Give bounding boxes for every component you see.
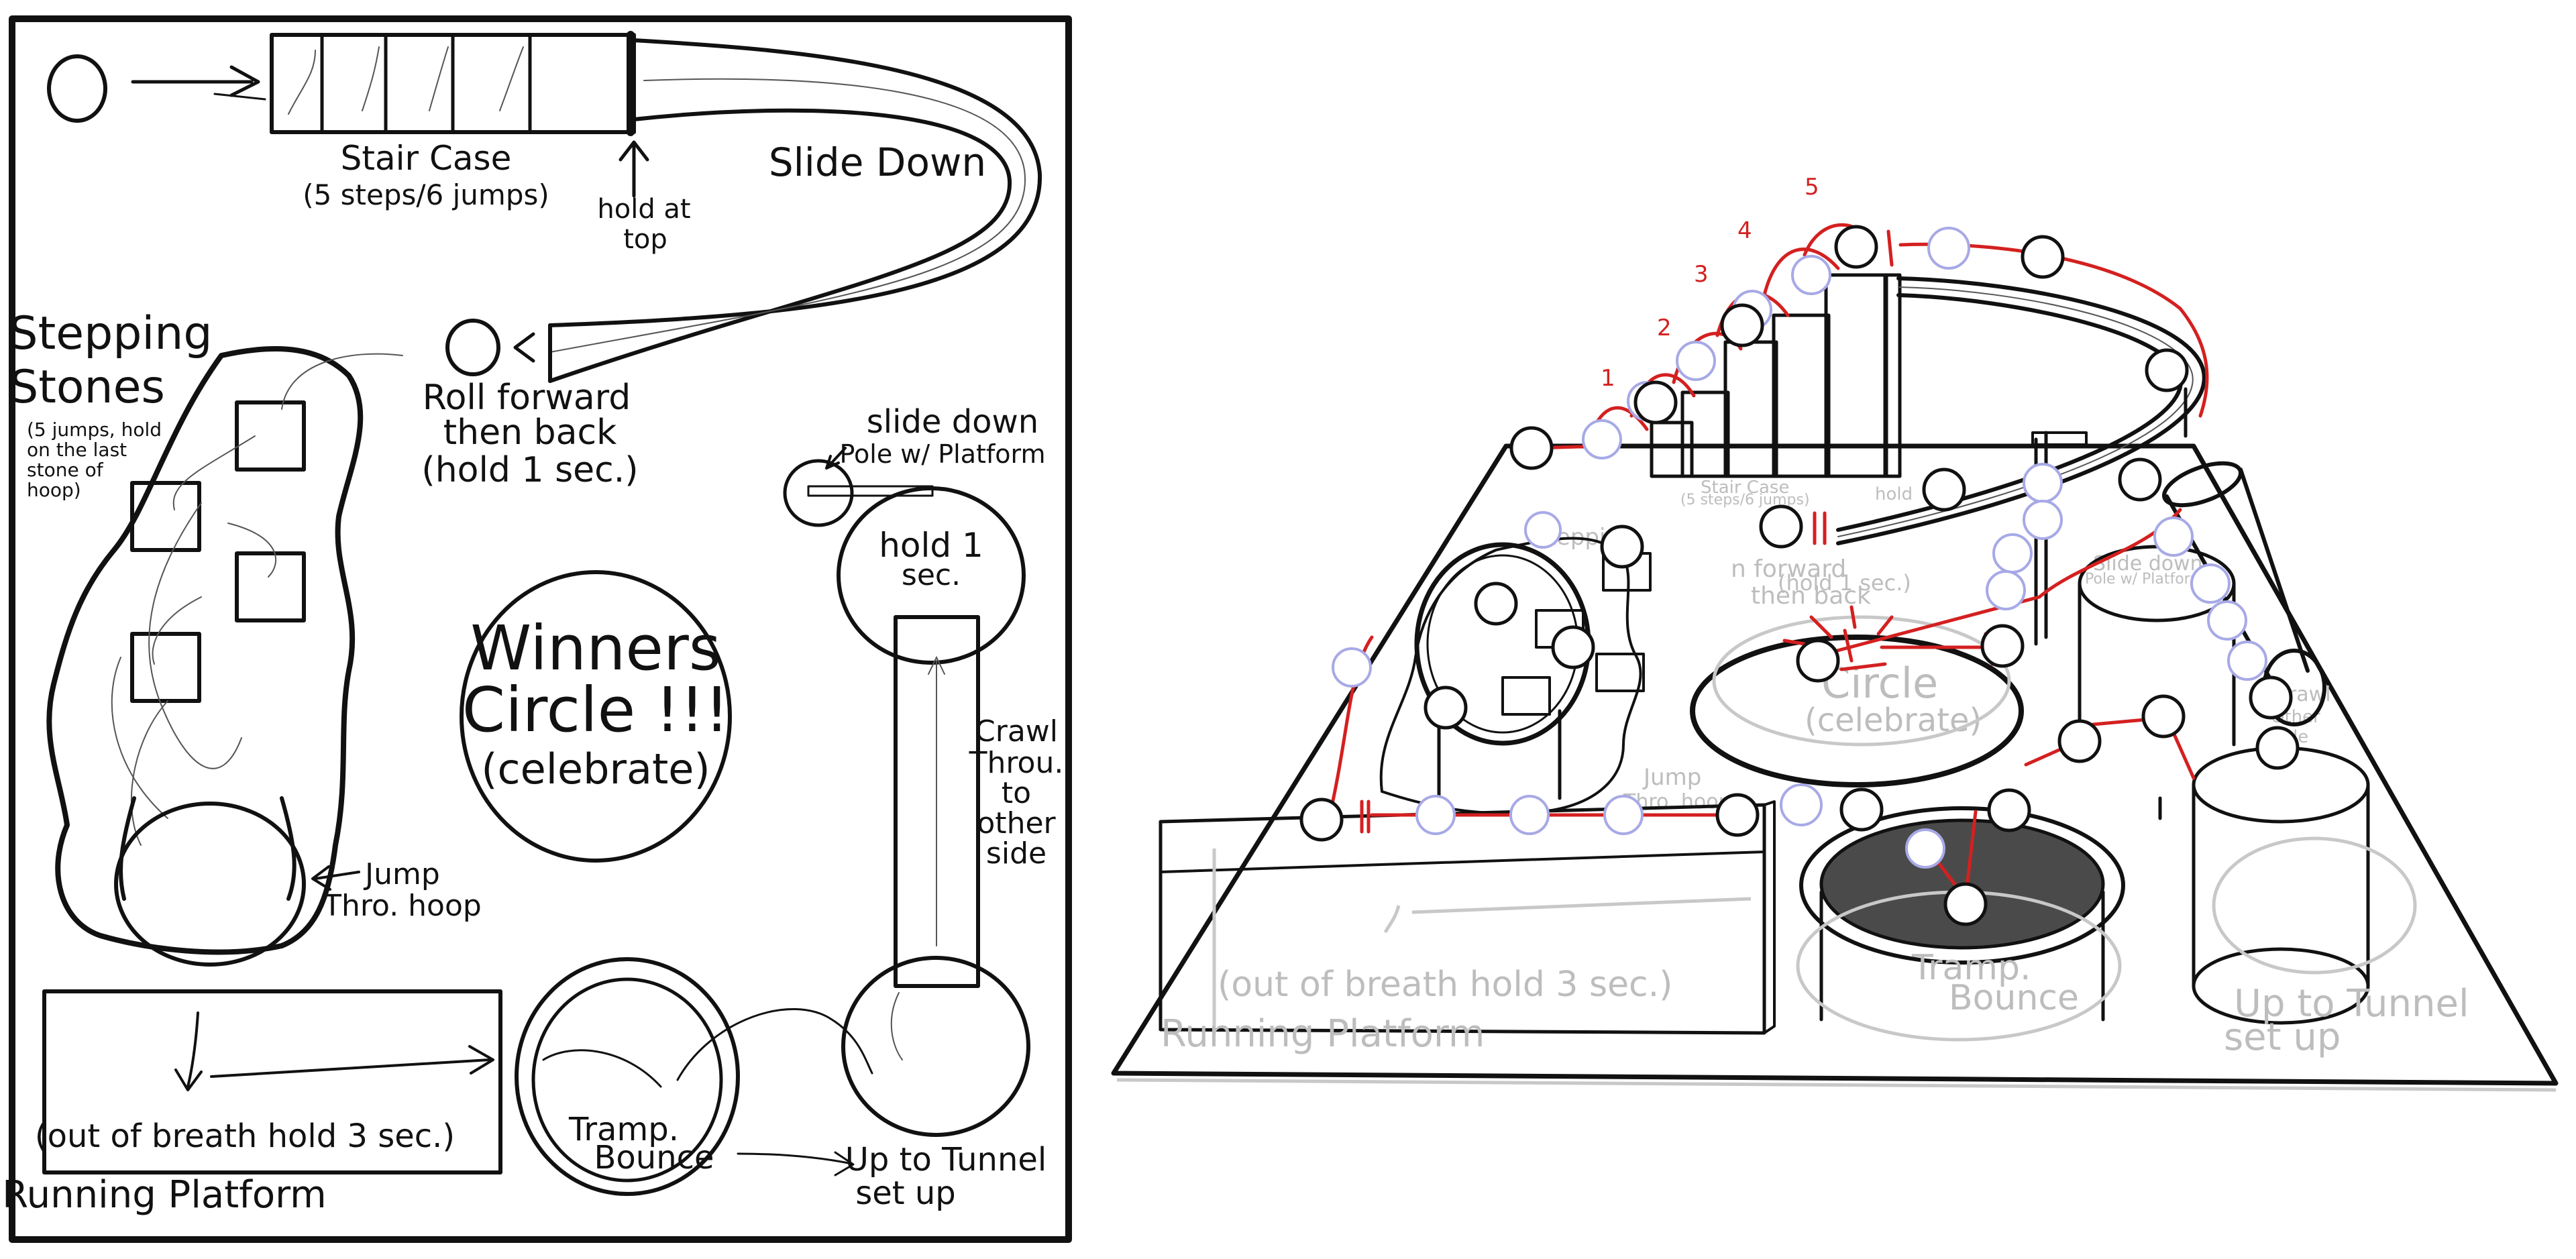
plan-hold-at: hold at	[597, 194, 690, 225]
plan-breath: (out of breath hold 3 sec.)	[35, 1117, 455, 1155]
plan-stones: Stones	[9, 361, 165, 414]
plan-jump-1: Jump	[363, 857, 440, 891]
iso-jump: Jump	[1642, 764, 1701, 791]
hold-platform	[837, 486, 1026, 665]
roll-arrow	[513, 332, 535, 363]
plan-pole-2: Pole w/ Platform	[839, 439, 1045, 469]
stepping-path	[130, 353, 403, 846]
plan-stair-case-sub: (5 steps/6 jumps)	[303, 178, 549, 211]
iso-stair-case: Stair Case	[1701, 478, 1789, 498]
plan-roll-3: (hold 1 sec.)	[421, 450, 638, 490]
plan-slide-down: Slide Down	[769, 140, 986, 185]
plan-winners-2: Circle !!!	[462, 674, 729, 746]
staircase	[270, 31, 636, 136]
pole-platform	[783, 459, 854, 527]
iso-tramp-1: Tramp.	[1911, 948, 2031, 988]
start-arrow-head	[229, 65, 260, 97]
stone-2	[130, 481, 201, 552]
iso-winners-circle	[1690, 635, 2024, 787]
iso-pole-w: Pole w/ Platform	[2085, 571, 2204, 588]
iso-then-back: then back	[1751, 582, 1871, 610]
plan-crawl-5: side	[986, 836, 1046, 871]
iso-stone-3	[1595, 653, 1645, 692]
stepping-stones-area	[46, 346, 364, 955]
iso-tunnel-base-bottom	[2192, 947, 2370, 1025]
iso-celebrate: (celebrate)	[1805, 702, 1982, 739]
plan-stones-note-2: on the last	[27, 439, 127, 461]
plan-pole-1: slide down	[867, 403, 1038, 441]
hold-top-arrow-head	[619, 140, 649, 162]
iso-tunnel-2: set up	[2224, 1016, 2341, 1059]
iso-hold: hold	[1875, 484, 1913, 504]
roll-marker	[445, 319, 500, 376]
plan-crawl-4: other	[977, 806, 1056, 840]
iso-trampoline-frame	[1799, 806, 2125, 965]
plan-tramp-2: Bounce	[594, 1139, 714, 1176]
iso-board	[1111, 443, 2559, 1086]
plan-tramp-1: Tramp.	[568, 1111, 679, 1148]
plan-winners-1: Winners	[470, 612, 720, 684]
running-platform	[42, 989, 502, 1174]
plan-stones-note-3: stone of	[27, 459, 104, 481]
plan-crawl-3: to	[1002, 776, 1031, 810]
pole-arrow	[827, 447, 847, 468]
plan-hold1-1: hold 1	[879, 526, 983, 565]
plan-stones-note-4: hoop)	[27, 479, 81, 501]
iso-step-number: 5	[1805, 174, 1819, 201]
plan-tunnel-1: Up to Tunnel	[845, 1141, 1046, 1179]
plan-view: Stair Case (5 steps/6 jumps) hold at top…	[2, 15, 1072, 1243]
stone-1	[235, 400, 306, 472]
plan-running: Running Platform	[2, 1173, 326, 1217]
plan-hold1-2: sec.	[902, 558, 961, 592]
hoop	[114, 802, 306, 967]
iso-step-numbers: 1 2 3 4 5	[1601, 174, 1819, 392]
iso-circle: Circle	[1821, 659, 1938, 708]
iso-step-number: 3	[1694, 261, 1709, 288]
tunnel	[894, 615, 980, 988]
stone-3	[235, 551, 306, 622]
plan-jump-2: Thro. hoop	[323, 889, 482, 923]
iso-running-platform	[1159, 800, 1776, 1035]
iso-tramp-2: Bounce	[1949, 978, 2079, 1018]
tunnel-base	[841, 956, 1030, 1137]
plan-frame	[9, 15, 1072, 1243]
iso-breath: (out of breath hold 3 sec.)	[1218, 965, 1672, 1005]
start-arrow-tail	[213, 93, 266, 101]
plan-stepping: Stepping	[9, 307, 212, 360]
iso-stair-case-sub: (5 steps/6 jumps)	[1680, 492, 1810, 508]
start-marker	[47, 54, 107, 123]
plan-crawl-1: Crawl	[975, 714, 1058, 749]
iso-position-markers	[1299, 225, 2300, 926]
jump-arrow	[314, 871, 360, 880]
plan-roll-2: then back	[443, 413, 616, 453]
winners-circle	[460, 570, 732, 863]
iso-hold-sec: (hold 1 sec.)	[1778, 570, 1911, 596]
isometric-view: Stepping n forward then back (hold 1 sec…	[1111, 174, 2559, 1092]
iso-step-number: 4	[1737, 217, 1752, 244]
trampoline-inner	[531, 977, 723, 1183]
stone-4	[130, 632, 201, 703]
iso-stone-4	[1501, 676, 1551, 716]
plan-stair-case-label: Stair Case	[341, 139, 512, 178]
iso-step-number: 1	[1601, 365, 1615, 392]
iso-step-number: 2	[1657, 315, 1672, 341]
plan-winners-3: (celebrate)	[481, 745, 710, 793]
iso-roll-hint: n forward	[1731, 555, 1846, 583]
plan-hold-top: top	[623, 224, 667, 255]
slide	[548, 38, 1042, 383]
iso-tunnel-1: Up to Tunnel	[2234, 982, 2469, 1026]
trampoline-outer	[515, 957, 740, 1196]
plan-stones-note-1: (5 jumps, hold	[27, 419, 162, 441]
plan-crawl-2: Throu.	[969, 746, 1064, 780]
plan-roll-1: Roll forward	[423, 378, 631, 418]
iso-running: Running Platform	[1161, 1012, 1485, 1056]
plan-tunnel-2: set up	[855, 1174, 956, 1212]
